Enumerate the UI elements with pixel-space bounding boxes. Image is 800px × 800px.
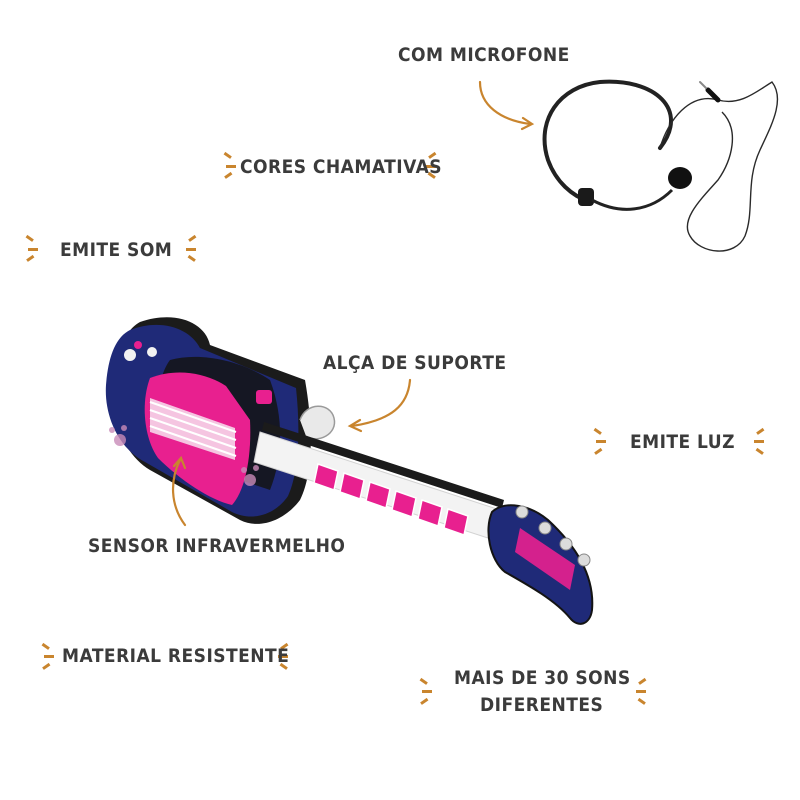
- toy-guitar-icon: [105, 317, 594, 625]
- curved-arrow-icon: [520, 116, 535, 131]
- curved-arrow-icon: [347, 418, 363, 433]
- label-sensor: SENSOR INFRAVERMELHO: [88, 535, 346, 557]
- label-sounds-line2: DIFERENTES: [480, 694, 604, 716]
- label-sounds-line1: MAIS DE 30 SONS: [454, 667, 631, 689]
- tick-mark-icon: [25, 151, 765, 705]
- label-light: EMITE LUZ: [630, 431, 735, 453]
- curved-arrow-icon: [478, 80, 532, 126]
- label-sound: EMITE SOM: [60, 239, 173, 261]
- label-microphone: COM MICROFONE: [398, 44, 570, 66]
- headset-microphone-icon: [542, 79, 779, 252]
- label-material: MATERIAL RESISTENTE: [62, 645, 290, 667]
- label-colors: CORES CHAMATIVAS: [240, 156, 443, 178]
- curved-arrow-icon: [172, 455, 187, 470]
- curved-arrow-icon: [171, 458, 187, 527]
- curved-arrow-icon: [350, 378, 412, 428]
- label-strap: ALÇA DE SUPORTE: [323, 352, 507, 374]
